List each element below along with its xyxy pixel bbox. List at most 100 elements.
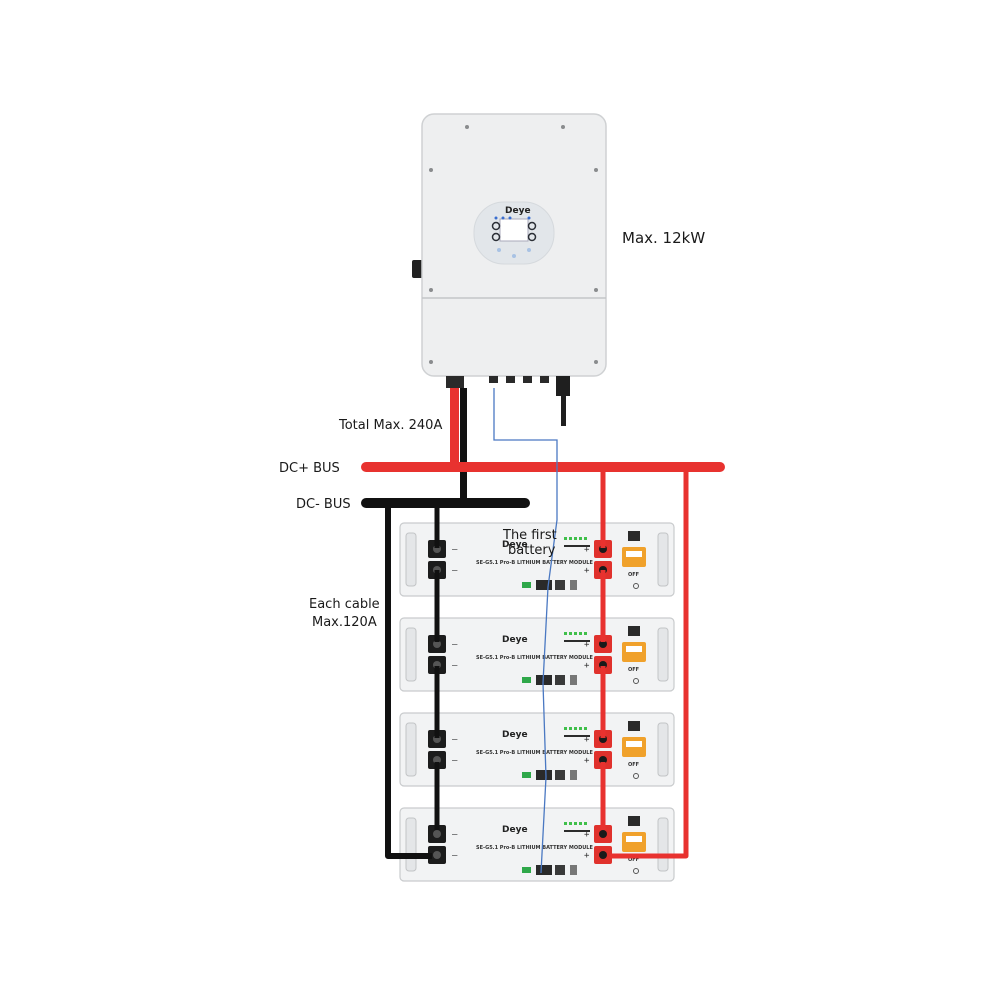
status-led	[574, 537, 577, 540]
battery-logo: Deye	[502, 825, 528, 835]
status-led	[564, 822, 567, 825]
inverter-screw	[429, 360, 433, 364]
status-led-bar	[564, 545, 590, 547]
minus-sign: —	[452, 735, 458, 745]
status-led	[569, 537, 572, 540]
dc-minus-bus-label: DC- BUS	[296, 497, 351, 512]
plus-sign: +	[584, 756, 590, 766]
negative-return-cable	[385, 503, 432, 859]
status-led	[579, 632, 582, 635]
inverter-display-screen	[499, 218, 529, 242]
inverter-port	[523, 376, 532, 383]
status-led	[569, 632, 572, 635]
status-led	[579, 822, 582, 825]
communication-port	[536, 770, 552, 780]
inverter-screw	[561, 125, 565, 129]
battery-model-label: SE-G5.1 Pro-B LITHIUM BATTERY MODULE	[476, 560, 593, 566]
battery-mounting-ear	[405, 627, 417, 682]
plus-sign: +	[584, 830, 590, 840]
communication-port	[555, 865, 565, 875]
inverter-button-icon	[491, 221, 501, 231]
usb-port	[570, 770, 577, 780]
positive-return-cable	[610, 467, 689, 859]
inverter-negative-lead	[460, 388, 467, 505]
status-led	[584, 632, 587, 635]
status-led	[574, 632, 577, 635]
dip-switch	[522, 582, 531, 588]
usb-port	[570, 675, 577, 685]
positive-terminal-socket	[599, 851, 607, 859]
battery-mounting-ear	[657, 627, 669, 682]
switch-label: OFF	[628, 572, 639, 578]
dc-plus-bus-label: DC+ BUS	[279, 461, 340, 476]
status-led	[579, 727, 582, 730]
max-power-label: Max. 12kW	[622, 229, 705, 247]
inverter-port	[506, 376, 515, 383]
inverter-unit: Deye	[412, 113, 607, 426]
inverter-touch-icon	[512, 254, 516, 258]
inverter-touch-icon	[527, 248, 531, 252]
breaker-switch	[628, 626, 640, 636]
minus-sign: —	[452, 566, 458, 576]
power-button-icon	[633, 583, 639, 589]
inverter-screw	[429, 168, 433, 172]
minus-sign: —	[452, 851, 458, 861]
breaker-switch	[628, 816, 640, 826]
communication-cable	[493, 388, 558, 874]
status-led-bar	[564, 830, 590, 832]
status-led	[574, 727, 577, 730]
plus-sign: +	[584, 661, 590, 671]
battery-mounting-ear	[405, 817, 417, 872]
negative-terminal-socket	[433, 830, 441, 838]
dip-switch	[522, 677, 531, 683]
total-max-current-label: Total Max. 240A	[338, 418, 442, 433]
status-led	[584, 822, 587, 825]
communication-port	[536, 865, 552, 875]
power-button-icon	[633, 773, 639, 779]
power-button-icon	[633, 678, 639, 684]
switch-label: OFF	[628, 667, 639, 673]
each-cable-label: Each cable	[309, 597, 380, 612]
first-battery-label: battery	[508, 543, 556, 558]
battery-mounting-ear	[657, 722, 669, 777]
status-led	[574, 822, 577, 825]
inverter-side-handle	[412, 260, 424, 278]
power-button-icon	[633, 868, 639, 874]
inverter-ac-plug	[556, 376, 570, 396]
communication-port	[555, 580, 565, 590]
breaker-window	[626, 836, 642, 842]
status-led-bar	[564, 735, 590, 737]
plus-sign: +	[584, 545, 590, 555]
plus-sign: +	[584, 851, 590, 861]
inverter-status-indicator	[494, 216, 498, 220]
switch-label: OFF	[628, 762, 639, 768]
communication-port	[555, 675, 565, 685]
minus-sign: —	[452, 661, 458, 671]
battery-logo: Deye	[502, 730, 528, 740]
minus-sign: —	[452, 756, 458, 766]
minus-sign: —	[452, 640, 458, 650]
status-led	[584, 537, 587, 540]
inverter-port	[540, 376, 549, 383]
inverter-screw	[594, 168, 598, 172]
breaker-window	[626, 646, 642, 652]
inverter-logo: Deye	[505, 206, 531, 216]
breaker-switch	[628, 721, 640, 731]
dip-switch	[522, 772, 531, 778]
negative-terminal-socket	[433, 851, 441, 859]
status-led	[564, 537, 567, 540]
inverter-status-indicator	[527, 216, 531, 220]
plus-sign: +	[584, 640, 590, 650]
inverter-port	[489, 376, 498, 383]
usb-port	[570, 865, 577, 875]
status-led-bar	[564, 640, 590, 642]
communication-port	[536, 580, 552, 590]
battery-model-label: SE-G5.1 Pro-B LITHIUM BATTERY MODULE	[476, 750, 593, 756]
cabling	[361, 388, 725, 874]
usb-port	[570, 580, 577, 590]
battery-logo: Deye	[502, 540, 528, 550]
minus-sign: —	[452, 545, 458, 555]
